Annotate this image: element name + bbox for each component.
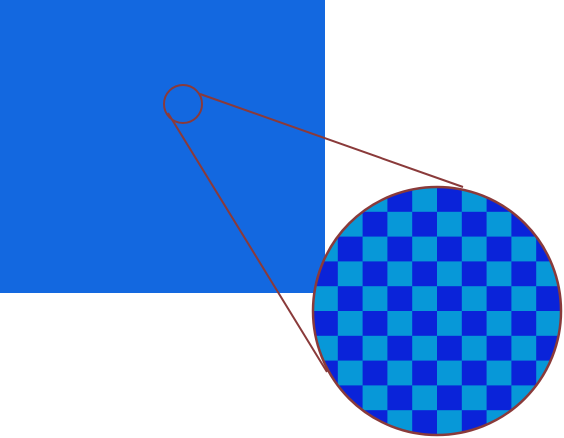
checker-cell bbox=[461, 335, 487, 361]
checker-cell bbox=[437, 187, 463, 213]
blue-checker-square bbox=[0, 0, 325, 293]
checker-cell bbox=[437, 360, 463, 386]
checker-cell bbox=[412, 236, 438, 262]
checker-cell bbox=[387, 211, 413, 237]
checker-cell bbox=[437, 385, 463, 411]
checker-cell bbox=[536, 187, 561, 213]
checker-cell bbox=[536, 286, 561, 312]
checker-cell bbox=[437, 286, 463, 312]
magnifier-lens-outline bbox=[311, 185, 563, 437]
checker-cell bbox=[387, 236, 413, 262]
checker-cell bbox=[511, 410, 537, 435]
checker-cell bbox=[337, 335, 363, 361]
checker-cell bbox=[412, 410, 438, 435]
checker-cell bbox=[412, 211, 438, 237]
checker-cell bbox=[387, 385, 413, 411]
checker-cell bbox=[437, 211, 463, 237]
checker-cell bbox=[437, 261, 463, 287]
checker-cell bbox=[337, 187, 363, 213]
checker-cell bbox=[337, 236, 363, 262]
checker-cell bbox=[387, 261, 413, 287]
checker-cell bbox=[486, 211, 512, 237]
checker-cell bbox=[412, 335, 438, 361]
checker-cell bbox=[313, 385, 339, 411]
checker-cell bbox=[486, 360, 512, 386]
checker-cell bbox=[486, 311, 512, 337]
checker-cell bbox=[461, 385, 487, 411]
checker-cell bbox=[536, 211, 561, 237]
checker-cell bbox=[486, 385, 512, 411]
checker-cell bbox=[362, 311, 388, 337]
checker-cell bbox=[536, 410, 561, 435]
checker-cell bbox=[337, 360, 363, 386]
checker-cell bbox=[412, 311, 438, 337]
checker-cell bbox=[461, 236, 487, 262]
checker-cell bbox=[511, 335, 537, 361]
checker-cell bbox=[362, 236, 388, 262]
checker-cell bbox=[437, 236, 463, 262]
checker-cell bbox=[362, 261, 388, 287]
checker-cell bbox=[313, 311, 339, 337]
checker-cell bbox=[362, 385, 388, 411]
checker-cell bbox=[536, 311, 561, 337]
checker-cell bbox=[313, 410, 339, 435]
checker-cell bbox=[511, 187, 537, 213]
checker-cell bbox=[387, 311, 413, 337]
checker-cell bbox=[412, 286, 438, 312]
checker-cell bbox=[412, 187, 438, 213]
checker-cell bbox=[337, 410, 363, 435]
checker-cell bbox=[412, 360, 438, 386]
checker-cell bbox=[337, 261, 363, 287]
checker-cell bbox=[536, 385, 561, 411]
checker-cell bbox=[461, 360, 487, 386]
zoom-source-circle bbox=[163, 84, 203, 124]
magnifier-connector-bottom bbox=[167, 112, 328, 373]
checker-cell bbox=[461, 311, 487, 337]
checker-cell bbox=[437, 335, 463, 361]
checker-cell bbox=[437, 311, 463, 337]
checker-cell bbox=[511, 236, 537, 262]
checker-cell bbox=[486, 286, 512, 312]
checker-cell bbox=[387, 360, 413, 386]
checker-cell bbox=[486, 335, 512, 361]
checker-cell bbox=[437, 410, 463, 435]
checker-cell bbox=[313, 286, 339, 312]
checker-cell bbox=[387, 335, 413, 361]
checker-cell bbox=[461, 261, 487, 287]
checker-cell bbox=[486, 261, 512, 287]
checker-cell bbox=[511, 261, 537, 287]
checker-cell bbox=[511, 311, 537, 337]
checker-cell bbox=[362, 211, 388, 237]
checker-cell bbox=[337, 311, 363, 337]
checker-cell bbox=[486, 236, 512, 262]
checker-cell bbox=[362, 335, 388, 361]
checker-cell bbox=[412, 261, 438, 287]
checker-cell bbox=[511, 360, 537, 386]
checker-cell bbox=[461, 211, 487, 237]
checker-cell bbox=[337, 286, 363, 312]
checker-cell bbox=[511, 286, 537, 312]
checker-cell bbox=[412, 385, 438, 411]
checker-cell bbox=[387, 286, 413, 312]
checker-cell bbox=[362, 360, 388, 386]
checker-cell bbox=[461, 286, 487, 312]
magnifier-connector-top bbox=[199, 93, 464, 188]
checker-cell bbox=[362, 286, 388, 312]
